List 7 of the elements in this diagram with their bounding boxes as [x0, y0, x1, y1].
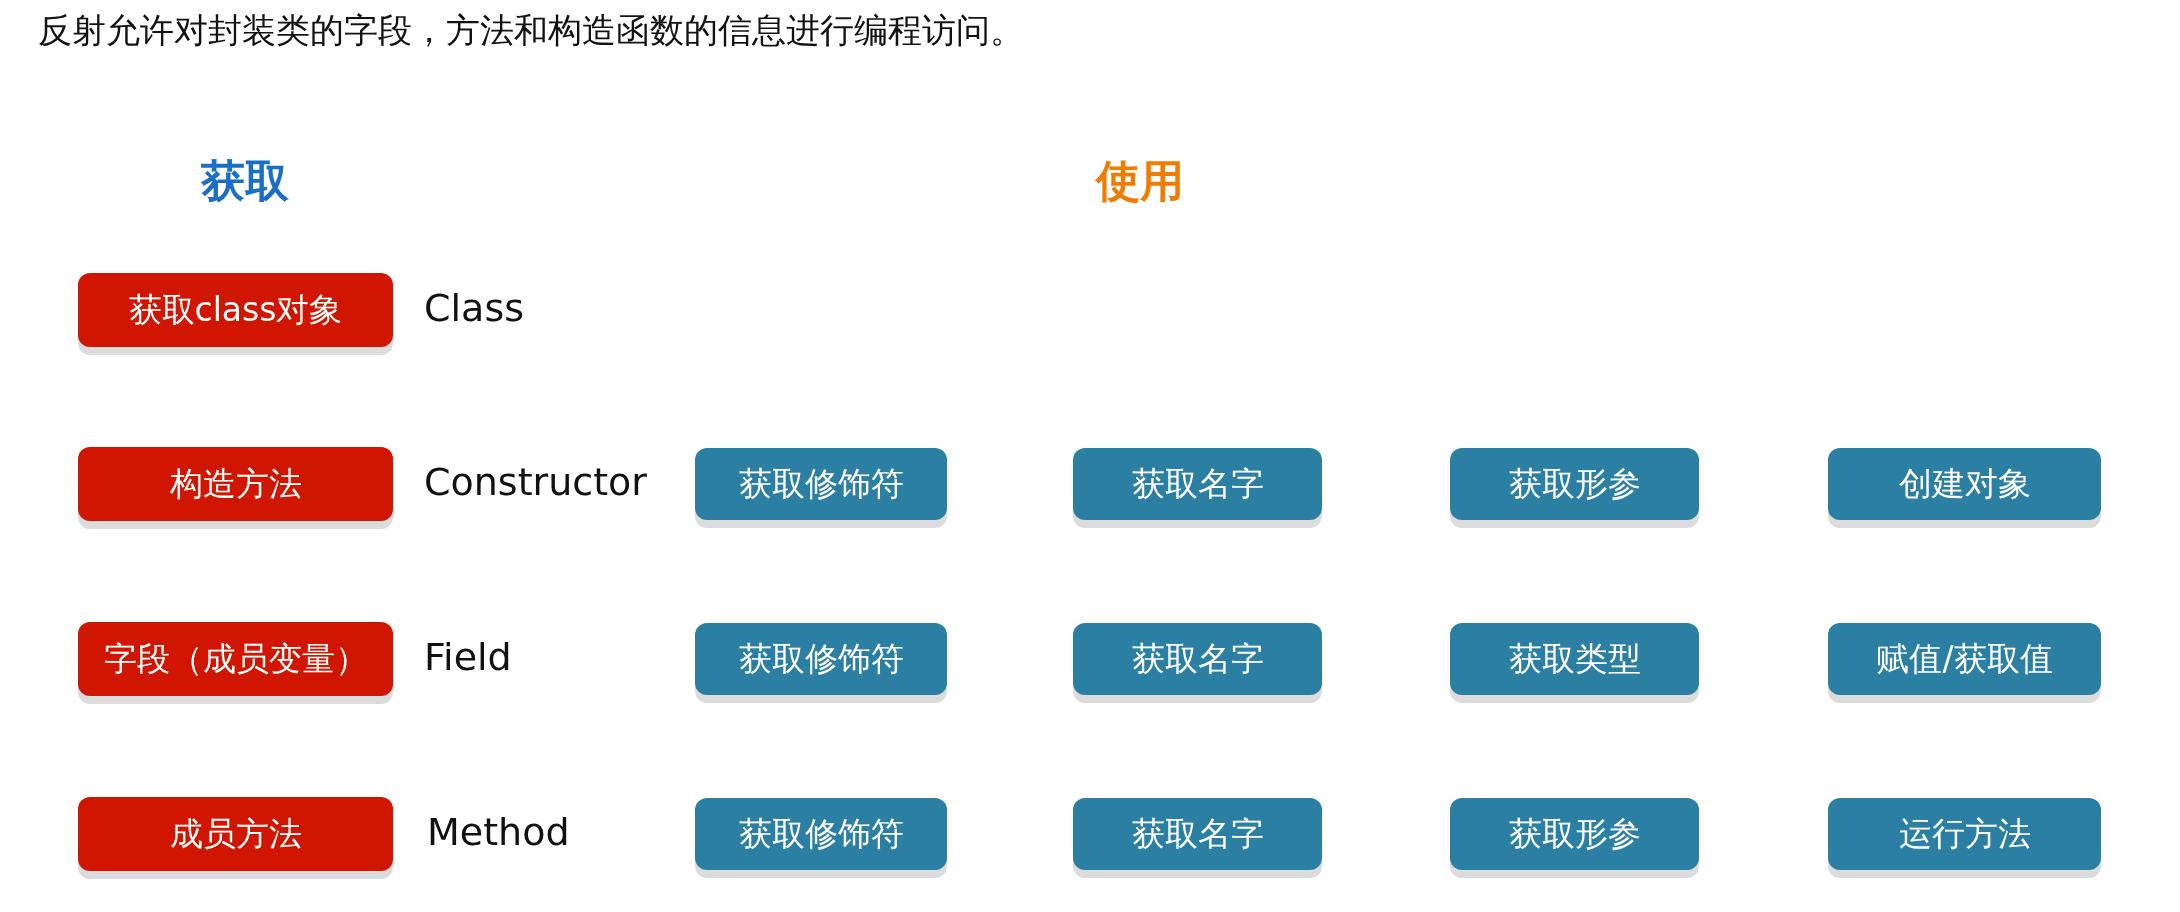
class-name-label: Constructor: [424, 460, 647, 504]
column-heading: 使用: [1096, 154, 1184, 208]
title: 反射允许对封装类的字段，方法和构造函数的信息进行编程访问。: [38, 9, 1024, 52]
class-name-label: Method: [427, 810, 570, 854]
class-name-label: Class: [424, 286, 524, 330]
column-heading: 获取: [201, 154, 289, 208]
class-name-label: Field: [424, 635, 512, 679]
